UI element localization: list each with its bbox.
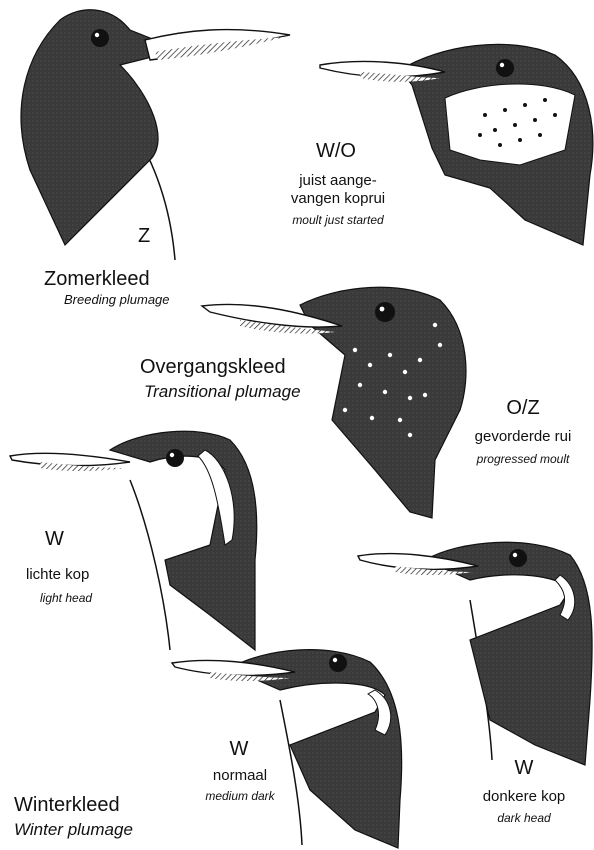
eye [91, 29, 109, 47]
code-progressed-moult: O/Z [506, 397, 539, 420]
label-winter-light-nl: lichte kop [26, 566, 89, 583]
dark-plumage [425, 542, 592, 765]
section-subtitle-transitional: Transitional plumage [144, 382, 301, 402]
eye [166, 449, 184, 467]
section-subtitle-winter: Winter plumage [14, 820, 133, 840]
dark-cap [110, 431, 257, 650]
code-winter-dark: W [515, 757, 534, 780]
section-subtitle-summer: Breeding plumage [64, 293, 170, 308]
section-title-winter: Winterkleed [14, 794, 120, 817]
eye [329, 654, 347, 672]
body-outline [130, 480, 170, 650]
code-moult-started: W/O [316, 140, 356, 163]
label-winter-dark-nl: donkere kop [483, 788, 566, 805]
head-winter-normal [172, 650, 402, 848]
head-summer [21, 10, 290, 260]
code-winter-normal: W [230, 738, 249, 761]
body-outline [280, 700, 302, 845]
white-throat [445, 84, 575, 165]
eye [509, 549, 527, 567]
section-title-summer: Zomerkleed [44, 268, 150, 291]
label-progressed-moult-en: progressed moult [477, 453, 570, 467]
code-winter-light: W [45, 528, 64, 551]
code-summer: Z [138, 225, 150, 248]
label-moult-started-nl-1: juist aange- [299, 172, 377, 189]
eye [496, 59, 514, 77]
label-progressed-moult-nl: gevorderde rui [475, 428, 572, 445]
label-moult-started-nl-2: vangen koprui [291, 190, 385, 207]
label-winter-normal-en: medium dark [205, 790, 274, 804]
eye [375, 302, 395, 322]
label-winter-dark-en: dark head [497, 812, 550, 826]
label-winter-normal-nl: normaal [213, 767, 267, 784]
label-winter-light-en: light head [40, 592, 92, 606]
beak [10, 453, 130, 465]
label-moult-started-en: moult just started [292, 214, 383, 228]
section-title-transitional: Overgangskleed [140, 356, 286, 379]
